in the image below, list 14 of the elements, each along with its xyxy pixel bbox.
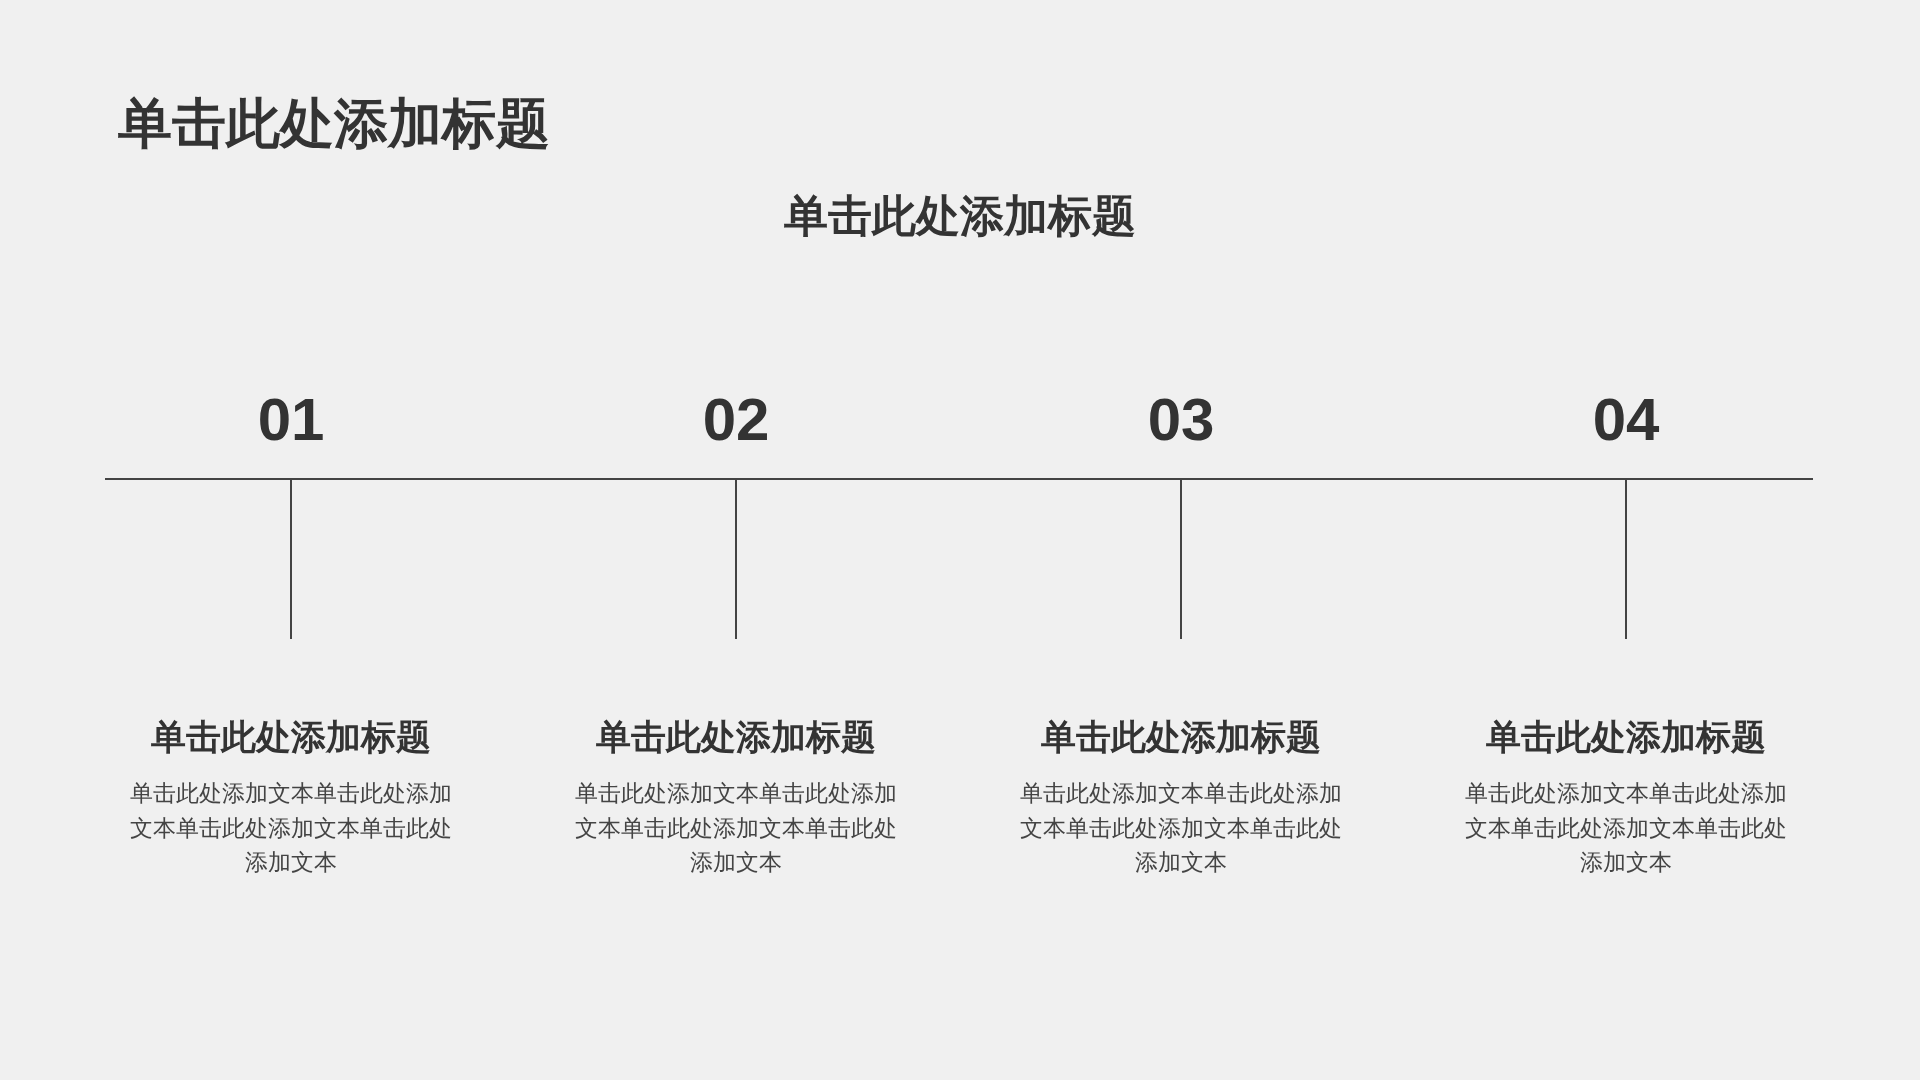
step-heading: 单击此处添加标题 [151,716,431,758]
step-number: 02 [702,385,770,455]
step-description: 单击此处添加文本单击此处添加文本单击此处添加文本单击此处添加文本 [574,779,898,877]
step-number: 03 [1147,385,1215,455]
step-number: 01 [257,385,325,455]
slide-title: 单击此处添加标题 [118,92,550,155]
step-heading: 单击此处添加标题 [1041,716,1321,758]
step-number: 04 [1592,385,1660,455]
step-description: 单击此处添加文本单击此处添加文本单击此处添加文本单击此处添加文本 [1019,779,1343,877]
step-heading: 单击此处添加标题 [1486,716,1766,758]
step-description: 单击此处添加文本单击此处添加文本单击此处添加文本单击此处添加文本 [1464,779,1788,877]
step-heading: 单击此处添加标题 [596,716,876,758]
section-heading: 单击此处添加标题 [784,190,1136,242]
step-description: 单击此处添加文本单击此处添加文本单击此处添加文本单击此处添加文本 [129,779,453,877]
